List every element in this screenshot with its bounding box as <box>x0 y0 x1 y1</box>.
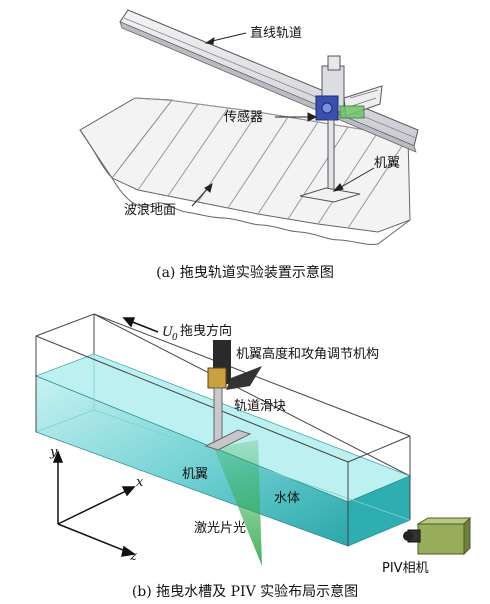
slider-label: 轨道滑块 <box>234 399 286 414</box>
rail-label: 直线轨道 <box>250 26 302 41</box>
caption-b: (b) 拖曳水槽及 PIV 实验布局示意图 <box>132 583 358 600</box>
ground-label: 波浪地面 <box>124 203 176 218</box>
tow-direction-label: 拖曳方向 <box>180 323 232 339</box>
laser-sheet <box>214 440 262 566</box>
figure-a: 直线轨道 传感器 机翼 波浪地面 (a) 拖曳轨道实验装置示意图 <box>79 9 419 281</box>
wing <box>299 187 361 203</box>
mechanism-label: 机翼高度和攻角调节机构 <box>236 346 379 362</box>
figure-b: y x z U 0 拖曳方向 机翼高度和攻角调节机构 轨道滑块 机翼 水体 激光… <box>34 313 472 600</box>
figure-a-leaders <box>191 32 375 207</box>
tow-velocity-symbol: U <box>162 325 174 340</box>
laser-sheet-label: 激光片光 <box>194 521 246 536</box>
tow-velocity-subscript: 0 <box>172 333 178 343</box>
wing-label-b: 机翼 <box>182 467 208 482</box>
carriage-assembly <box>299 55 383 203</box>
piv-camera <box>403 516 472 556</box>
axes <box>52 449 136 557</box>
camera-label: PIV相机 <box>382 561 429 576</box>
axis-z-label: z <box>129 549 137 564</box>
sensor-label: 传感器 <box>224 109 263 125</box>
wing-label-a: 机翼 <box>374 156 400 171</box>
water-label: 水体 <box>274 491 300 506</box>
adjust-mechanism <box>204 340 262 451</box>
axis-y-label: y <box>49 445 58 460</box>
caption-a: (a) 拖曳轨道实验装置示意图 <box>156 264 334 281</box>
axis-x-label: x <box>136 475 144 490</box>
wing-strut <box>327 119 335 191</box>
tow-direction-arrow <box>122 317 159 333</box>
